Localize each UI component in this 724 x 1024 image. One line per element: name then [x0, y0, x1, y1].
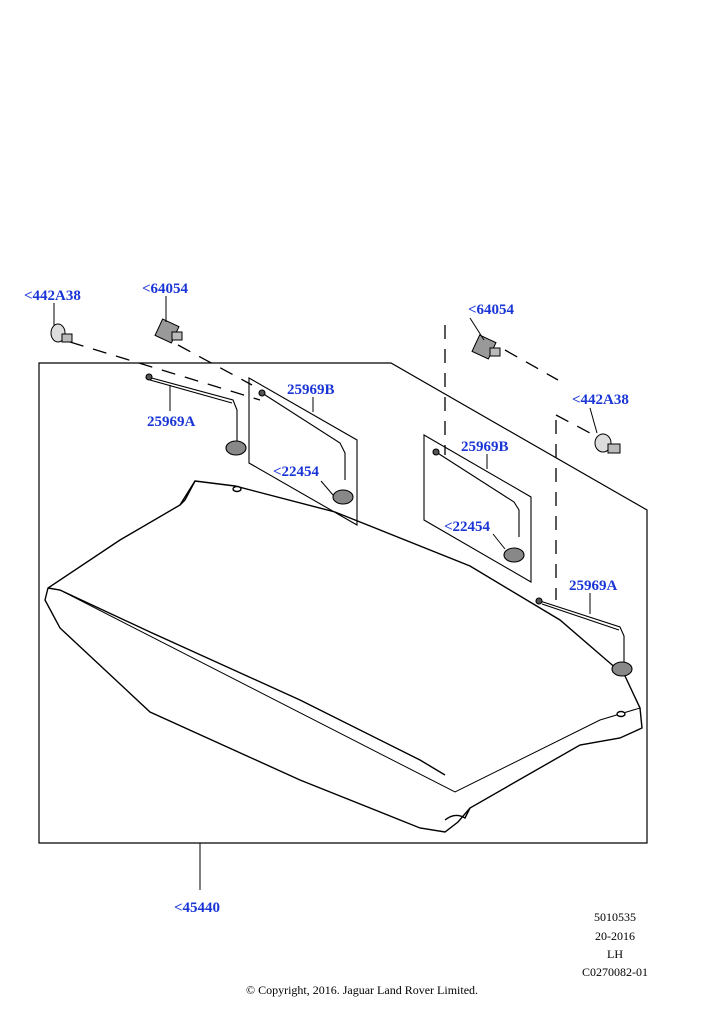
illustration-code: C0270082-01	[582, 965, 648, 979]
callout-strap-left[interactable]: 25969A	[147, 414, 196, 430]
ref-number: 5010535	[594, 910, 636, 924]
callout-clip-right[interactable]: <442A38	[572, 392, 629, 408]
side-indicator: LH	[607, 947, 623, 961]
callout-strap-right[interactable]: 25969A	[569, 578, 618, 594]
copyright-notice: © Copyright, 2016. Jaguar Land Rover Lim…	[245, 983, 479, 997]
strap-left-part[interactable]	[146, 374, 246, 455]
package-tray-part[interactable]	[45, 481, 642, 832]
date-code: 20-2016	[595, 929, 635, 943]
kit-strap-left	[259, 390, 353, 504]
kit-strap-right	[433, 449, 524, 562]
callout-strap-kit-left[interactable]: 25969B	[287, 382, 335, 398]
bracket-left-part[interactable]	[155, 319, 182, 343]
clip-right-part[interactable]	[595, 434, 620, 453]
callout-knob-right[interactable]: <22454	[444, 519, 491, 535]
strap-kit-left-box	[249, 378, 357, 525]
clip-left-part[interactable]	[51, 324, 72, 342]
callout-clip-left[interactable]: <442A38	[24, 288, 81, 304]
callout-strap-kit-right[interactable]: 25969B	[461, 439, 509, 455]
dashed-leaders	[70, 325, 590, 600]
assembly-outline	[39, 363, 647, 843]
callout-package-tray[interactable]: <45440	[174, 900, 221, 916]
callout-bracket-right[interactable]: <64054	[468, 302, 515, 318]
callout-knob-left[interactable]: <22454	[273, 464, 320, 480]
bracket-right-part[interactable]	[472, 335, 500, 359]
strap-right-part[interactable]	[536, 598, 632, 676]
strap-kit-right-box	[424, 435, 531, 582]
callout-bracket-left[interactable]: <64054	[142, 281, 189, 297]
callout-leaders	[54, 296, 597, 890]
